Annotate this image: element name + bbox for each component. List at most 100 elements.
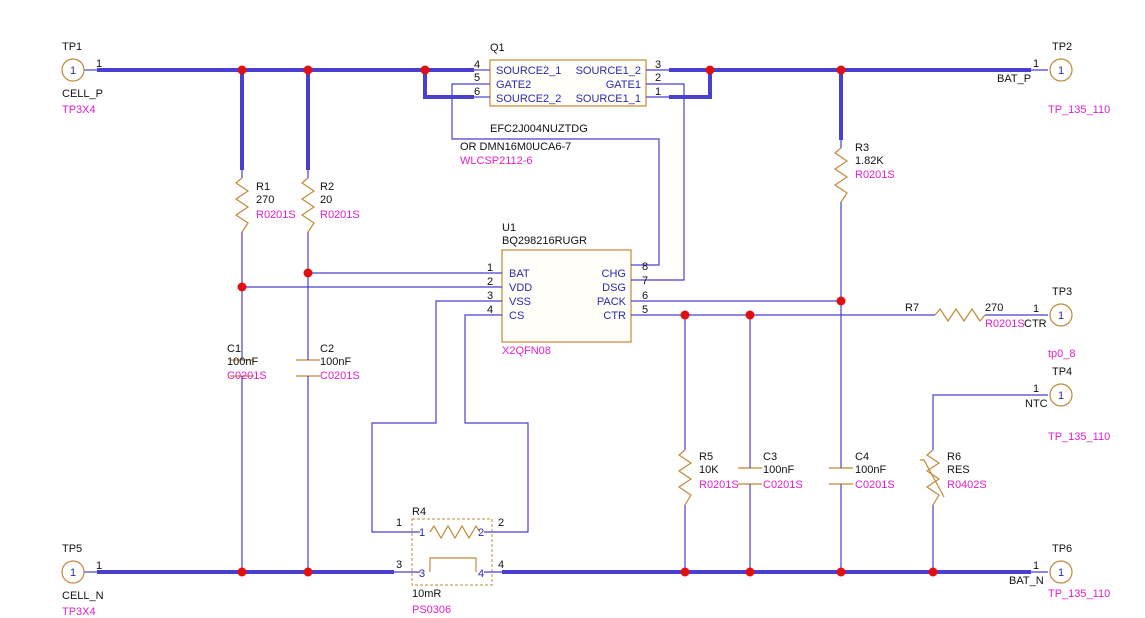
r4-inner-pin: 3 — [419, 568, 425, 580]
tp6[interactable]: TP6 1 1 BAT_N TP_135_110 — [1009, 543, 1110, 600]
tp4-net: NTC — [1025, 398, 1048, 410]
tp3-circle-label: 1 — [1058, 310, 1064, 322]
r4-value: 10mR — [412, 588, 441, 600]
tp1[interactable]: TP1 1 1 CELL_P TP3X4 — [61, 41, 103, 116]
r5-footprint: R0201S — [699, 479, 739, 491]
tp5-pin: 1 — [96, 560, 102, 572]
c3-capacitor[interactable]: C3 100nF C0201S — [738, 450, 803, 495]
r3-ref: R3 — [855, 142, 869, 154]
r1-ref: R1 — [256, 181, 270, 193]
u1-ref: U1 — [502, 222, 516, 234]
c3-value: 100nF — [763, 464, 794, 476]
u1-pin-name: VDD — [509, 282, 532, 294]
tp5-symbol — [61, 560, 85, 584]
u1-pin-name: PACK — [597, 296, 627, 308]
r2-value: 20 — [320, 194, 332, 206]
r2-resistor[interactable]: R2 20 R0201S — [300, 177, 360, 233]
tp4[interactable]: TP4 1 1 NTC TP_135_110 — [1025, 366, 1110, 443]
r4-footprint: PS0306 — [412, 604, 451, 616]
q1-mosfet[interactable]: Q1 4 5 6 3 2 1 SOURCE2_1 GATE2 SOURCE2_2… — [460, 42, 669, 167]
r3-footprint: R0201S — [855, 169, 895, 181]
u1-ic[interactable]: U1 BQ298216RUGR 1 2 3 4 8 7 6 5 BAT VDD … — [482, 222, 648, 357]
tp2-footprint: TP_135_110 — [1048, 104, 1110, 116]
r4-shunt[interactable]: R4 1 2 3 4 1 2 3 4 10mR PS0306 — [394, 506, 504, 616]
c3-ref: C3 — [763, 451, 777, 463]
tp4-footprint: TP_135_110 — [1048, 431, 1110, 443]
tp3[interactable]: TP3 1 1 CTR tp0_8 — [1024, 286, 1076, 360]
tp6-pin: 1 — [1033, 560, 1039, 572]
junction-dots — [237, 65, 938, 577]
tp3-ref: TP3 — [1052, 286, 1072, 298]
r4-inner-pin: 1 — [419, 527, 425, 539]
r6-footprint: R0402S — [947, 479, 987, 491]
tp1-net: CELL_P — [62, 88, 103, 100]
r1-resistor[interactable]: R1 270 R0201S — [234, 177, 296, 233]
tp3-net: CTR — [1024, 318, 1047, 330]
tp6-ref: TP6 — [1052, 543, 1072, 555]
c4-capacitor[interactable]: C4 100nF C0201S — [829, 450, 895, 495]
r6-thermistor[interactable]: R6 RES R0402S — [920, 449, 987, 506]
r4-pin: 1 — [396, 517, 402, 529]
tp2[interactable]: TP2 1 1 BAT_P TP_135_110 — [997, 41, 1110, 116]
tp1-symbol — [61, 58, 85, 82]
u1-pin-num: 1 — [487, 262, 493, 274]
tp5-net: CELL_N — [62, 590, 104, 602]
r2-ref: R2 — [320, 181, 334, 193]
u1-pin-num: 6 — [642, 290, 648, 302]
tp1-pin: 1 — [96, 58, 102, 70]
tp1-footprint: TP3X4 — [62, 104, 96, 116]
q1-pin-num: 2 — [655, 72, 661, 84]
u1-pin-num: 7 — [642, 275, 648, 287]
r4-pin: 4 — [498, 559, 504, 571]
tp5-ref: TP5 — [62, 543, 82, 555]
tp2-circle-label: 1 — [1058, 65, 1064, 77]
r3-resistor[interactable]: R3 1.82K R0201S — [833, 142, 895, 203]
r5-resistor[interactable]: R5 10K R0201S — [677, 449, 739, 506]
q1-pin-num: 6 — [474, 86, 480, 98]
c4-footprint: C0201S — [855, 479, 895, 491]
c2-capacitor[interactable]: C2 100nF C0201S — [296, 343, 360, 395]
r6-value: RES — [947, 464, 970, 476]
c4-value: 100nF — [855, 464, 886, 476]
tp3-footprint: tp0_8 — [1048, 348, 1076, 360]
r7-resistor[interactable]: R7 270 R0201S — [905, 302, 1025, 330]
r7-ref: R7 — [905, 302, 919, 314]
c1-footprint: C0201S — [227, 370, 267, 382]
tp3-symbol — [1049, 303, 1073, 327]
r4-inner-pin: 2 — [478, 527, 484, 539]
u1-pin-num: 2 — [487, 276, 493, 288]
tp2-pin: 1 — [1033, 58, 1039, 70]
r5-value: 10K — [699, 464, 719, 476]
c1-ref: C1 — [227, 343, 241, 355]
u1-pin-name: CS — [509, 310, 524, 322]
tp2-symbol — [1049, 58, 1073, 82]
q1-pin-name: SOURCE2_2 — [496, 93, 561, 105]
u1-part-number: BQ298216RUGR — [502, 235, 587, 247]
tp6-net: BAT_N — [1009, 575, 1044, 587]
tp1-ref: TP1 — [62, 41, 82, 53]
u1-pin-name: DSG — [602, 282, 626, 294]
tp5-circle-label: 1 — [70, 567, 76, 579]
tp1-circle-label: 1 — [70, 65, 76, 77]
r4-ref: R4 — [412, 506, 426, 518]
r7-value: 270 — [985, 302, 1003, 314]
u1-pin-num: 8 — [642, 261, 648, 273]
u1-body — [501, 249, 632, 343]
u1-pin-name: BAT — [509, 268, 530, 280]
q1-pin-name: SOURCE1_1 — [576, 93, 641, 105]
c3-footprint: C0201S — [763, 479, 803, 491]
r4-inner-pin: 4 — [478, 568, 484, 580]
r4-outline — [411, 518, 493, 586]
tp5[interactable]: TP5 1 1 CELL_N TP3X4 — [61, 543, 104, 618]
u1-pin-name: VSS — [509, 296, 531, 308]
r1-value: 270 — [256, 194, 274, 206]
c1-capacitor[interactable]: C1 100nF C0201S — [227, 343, 267, 395]
c2-ref: C2 — [320, 343, 334, 355]
c1-value: 100nF — [227, 356, 258, 368]
r1-footprint: R0201S — [256, 209, 296, 221]
q1-pin-num: 1 — [655, 86, 661, 98]
tp2-ref: TP2 — [1052, 41, 1072, 53]
bold-nets — [97, 68, 1031, 574]
q1-alt-part: OR DMN16M0UCA6-7 — [460, 141, 571, 153]
